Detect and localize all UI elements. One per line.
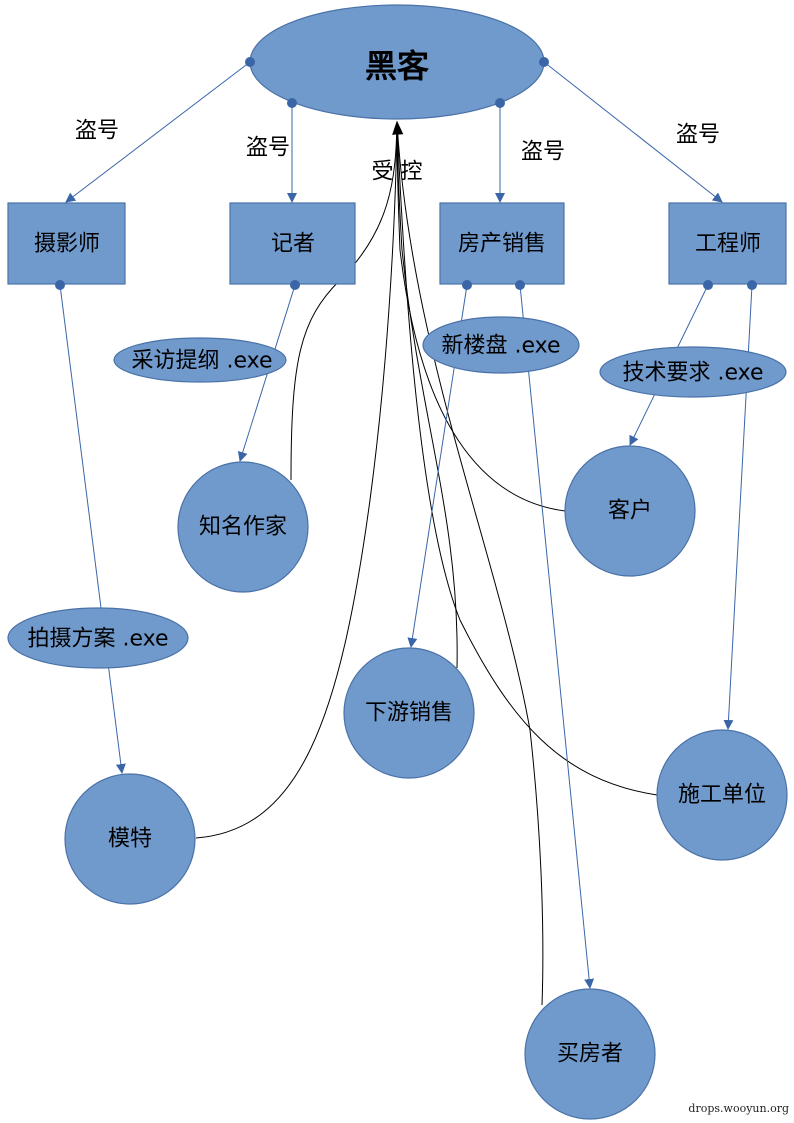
target-model: 模特 [64,773,196,905]
edge-downstream-to-hacker [396,121,458,669]
edge-label-steal: 盗号 [246,136,290,161]
svg-text:下游销售: 下游销售 [365,701,453,726]
payload-tech-requirements: 技术要求 .exe [599,346,787,398]
svg-text:知名作家: 知名作家 [199,515,287,540]
edge-buyer-to-hacker [392,120,544,1006]
payload-interview-outline: 采访提纲 .exe [113,337,287,383]
edge-label-controlled: 受 控 [372,160,423,185]
svg-text:房产销售: 房产销售 [458,232,546,257]
target-client: 客户 [564,445,696,577]
target-buyer: 买房者 [524,988,656,1120]
edge-label-steal: 盗号 [521,140,565,165]
watermark: drops.wooyun.org [688,1102,789,1115]
edge-label-steal: 盗号 [75,119,119,144]
victim-engineer: 工程师 [668,202,787,285]
steal-edges [59,61,753,989]
edge-model-to-hacker [195,121,398,839]
target-contractor: 施工单位 [656,729,788,861]
svg-text:采访提纲 .exe: 采访提纲 .exe [131,349,272,374]
target-writer: 知名作家 [177,461,309,593]
svg-text:施工单位: 施工单位 [678,783,766,808]
svg-text:新楼盘 .exe: 新楼盘 .exe [441,334,560,359]
control-edges [195,120,658,1006]
svg-text:记者: 记者 [271,232,315,257]
victim-journalist: 记者 [229,202,356,285]
svg-text:摄影师: 摄影师 [34,232,100,257]
svg-text:工程师: 工程师 [695,232,761,257]
svg-text:模特: 模特 [108,827,152,852]
svg-text:买房者: 买房者 [557,1042,623,1067]
target-downstream-sales: 下游销售 [343,647,475,779]
hacker-label: 黑客 [365,47,429,85]
victim-photographer: 摄影师 [7,202,126,285]
svg-text:客户: 客户 [608,499,652,524]
connection-dots [245,57,549,108]
svg-text:拍摄方案 .exe: 拍摄方案 .exe [27,627,168,652]
payload-shoot-plan: 拍摄方案 .exe [7,607,189,669]
edge-contractor-to-hacker [396,121,658,796]
edge-label-steal: 盗号 [676,123,720,148]
payload-new-property: 新楼盘 .exe [422,316,580,374]
svg-text:技术要求 .exe: 技术要求 .exe [622,361,763,386]
connection-dots [55,280,757,290]
victim-realestate-sales: 房产销售 [439,202,565,285]
